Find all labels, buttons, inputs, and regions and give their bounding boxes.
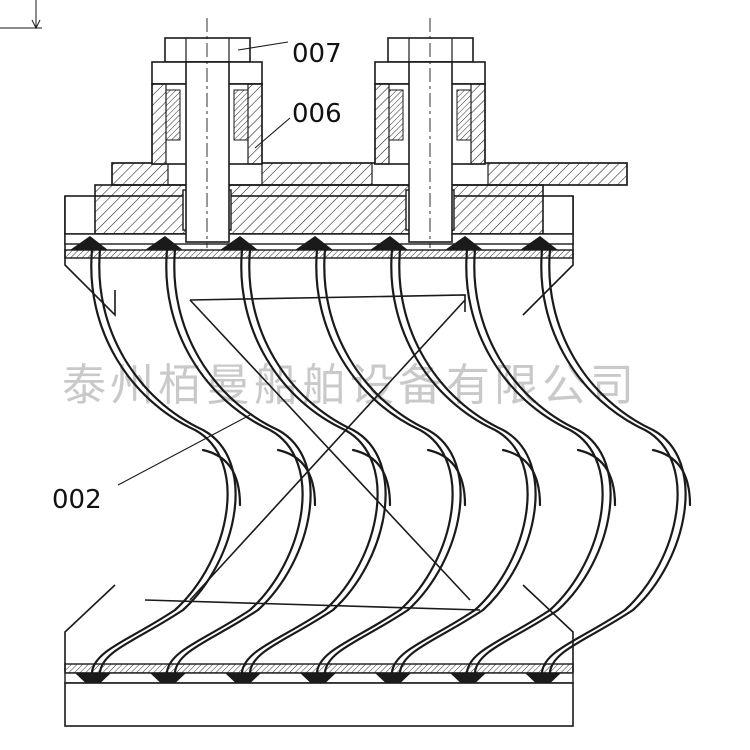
spring-blade <box>90 248 242 674</box>
leader-002 <box>117 414 251 486</box>
spring-blade <box>165 248 317 674</box>
bolt-assembly-right <box>374 18 486 248</box>
fender-back-frame <box>64 196 574 672</box>
bottom-base-plate <box>64 682 574 727</box>
mounting-bar <box>111 162 628 186</box>
leader-007 <box>237 41 289 51</box>
bolt-assembly-left <box>151 18 263 248</box>
leader-006 <box>254 117 291 149</box>
bottom-rubber-layer <box>64 663 574 690</box>
label-002: 002 <box>52 485 102 515</box>
part-callouts: 007 006 002 <box>52 39 342 515</box>
spring-blade <box>315 248 467 674</box>
top-rubber-layer <box>64 233 574 259</box>
top-frame-plate <box>64 184 574 235</box>
spring-blade <box>540 248 692 674</box>
dimension-marker <box>0 0 42 30</box>
label-006: 006 <box>292 99 342 129</box>
company-watermark: 泰州栢曼船舶设备有限公司 <box>62 360 638 411</box>
spring-blade <box>390 248 542 674</box>
label-007: 007 <box>292 39 342 69</box>
spring-blade <box>240 248 392 674</box>
spring-blade <box>465 248 617 674</box>
spring-blades <box>90 248 692 674</box>
